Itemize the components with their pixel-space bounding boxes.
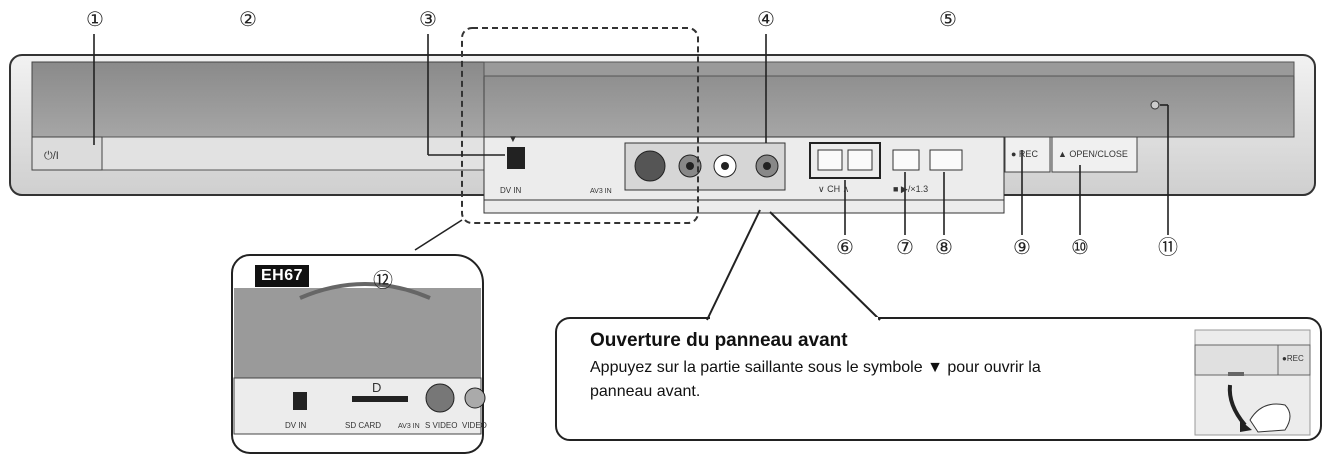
av3-in-label: AV3 IN xyxy=(590,188,612,195)
power-label: ⏻/I xyxy=(44,150,59,162)
callout-box xyxy=(555,209,1322,441)
indicator-led xyxy=(1150,100,1160,110)
channel-buttons-frame xyxy=(809,142,881,179)
disc-tray xyxy=(483,61,1295,77)
dv-in-port xyxy=(507,147,525,169)
inset-av3-in-label: AV3 IN xyxy=(398,423,420,430)
open-close-label: ▲ OPEN/CLOSE xyxy=(1058,149,1128,159)
inset-sd-card-label: SD CARD xyxy=(345,421,382,430)
callout-7: ⑦ xyxy=(896,235,914,259)
dv-in-label: DV IN xyxy=(500,186,522,195)
inset-eh67 xyxy=(231,254,486,454)
open-close-button[interactable] xyxy=(1051,136,1138,173)
ch-labels: ∨ CH ∧ xyxy=(818,184,850,194)
channel-up-button[interactable] xyxy=(847,149,873,171)
callout-title: Ouverture du panneau avant xyxy=(590,330,848,351)
play-button[interactable] xyxy=(929,149,963,171)
sd-symbol: D xyxy=(372,380,382,395)
callout-8: ⑧ xyxy=(935,235,953,259)
down-arrow-symbol: ▼ xyxy=(508,134,518,145)
callout-text: Appuyez sur la partie saillante sous le … xyxy=(590,359,1041,400)
callout-5: ⑤ xyxy=(939,7,957,31)
rec-label: ● REC xyxy=(1011,149,1038,159)
dashed-highlight xyxy=(461,27,699,224)
callout-11: ⑪ xyxy=(1158,235,1178,259)
illustration-rec-label: ●REC xyxy=(1282,354,1304,363)
callout-2: ② xyxy=(239,7,257,31)
stop-button[interactable] xyxy=(892,149,920,171)
callout-1: ① xyxy=(86,7,104,31)
display-panel-left xyxy=(31,61,485,138)
channel-down-button[interactable] xyxy=(817,149,843,171)
inset-dv-in-label: DV IN xyxy=(285,421,307,430)
callout-4: ④ xyxy=(757,7,775,31)
callout-6: ⑥ xyxy=(836,235,854,259)
callout-12: ⑫ xyxy=(373,268,393,292)
model-badge: EH67 xyxy=(255,265,310,287)
rec-button[interactable] xyxy=(1004,136,1051,173)
power-button[interactable] xyxy=(31,136,103,171)
inset-video-label: VIDEO xyxy=(462,421,487,430)
stop-play-labels: ■ ▶/×1.3 xyxy=(893,184,929,194)
callout-3: ③ xyxy=(419,7,437,31)
callout-10: ⑩ xyxy=(1071,235,1089,259)
inset-s-video-label: S VIDEO xyxy=(425,421,458,430)
callout-9: ⑨ xyxy=(1013,235,1031,259)
